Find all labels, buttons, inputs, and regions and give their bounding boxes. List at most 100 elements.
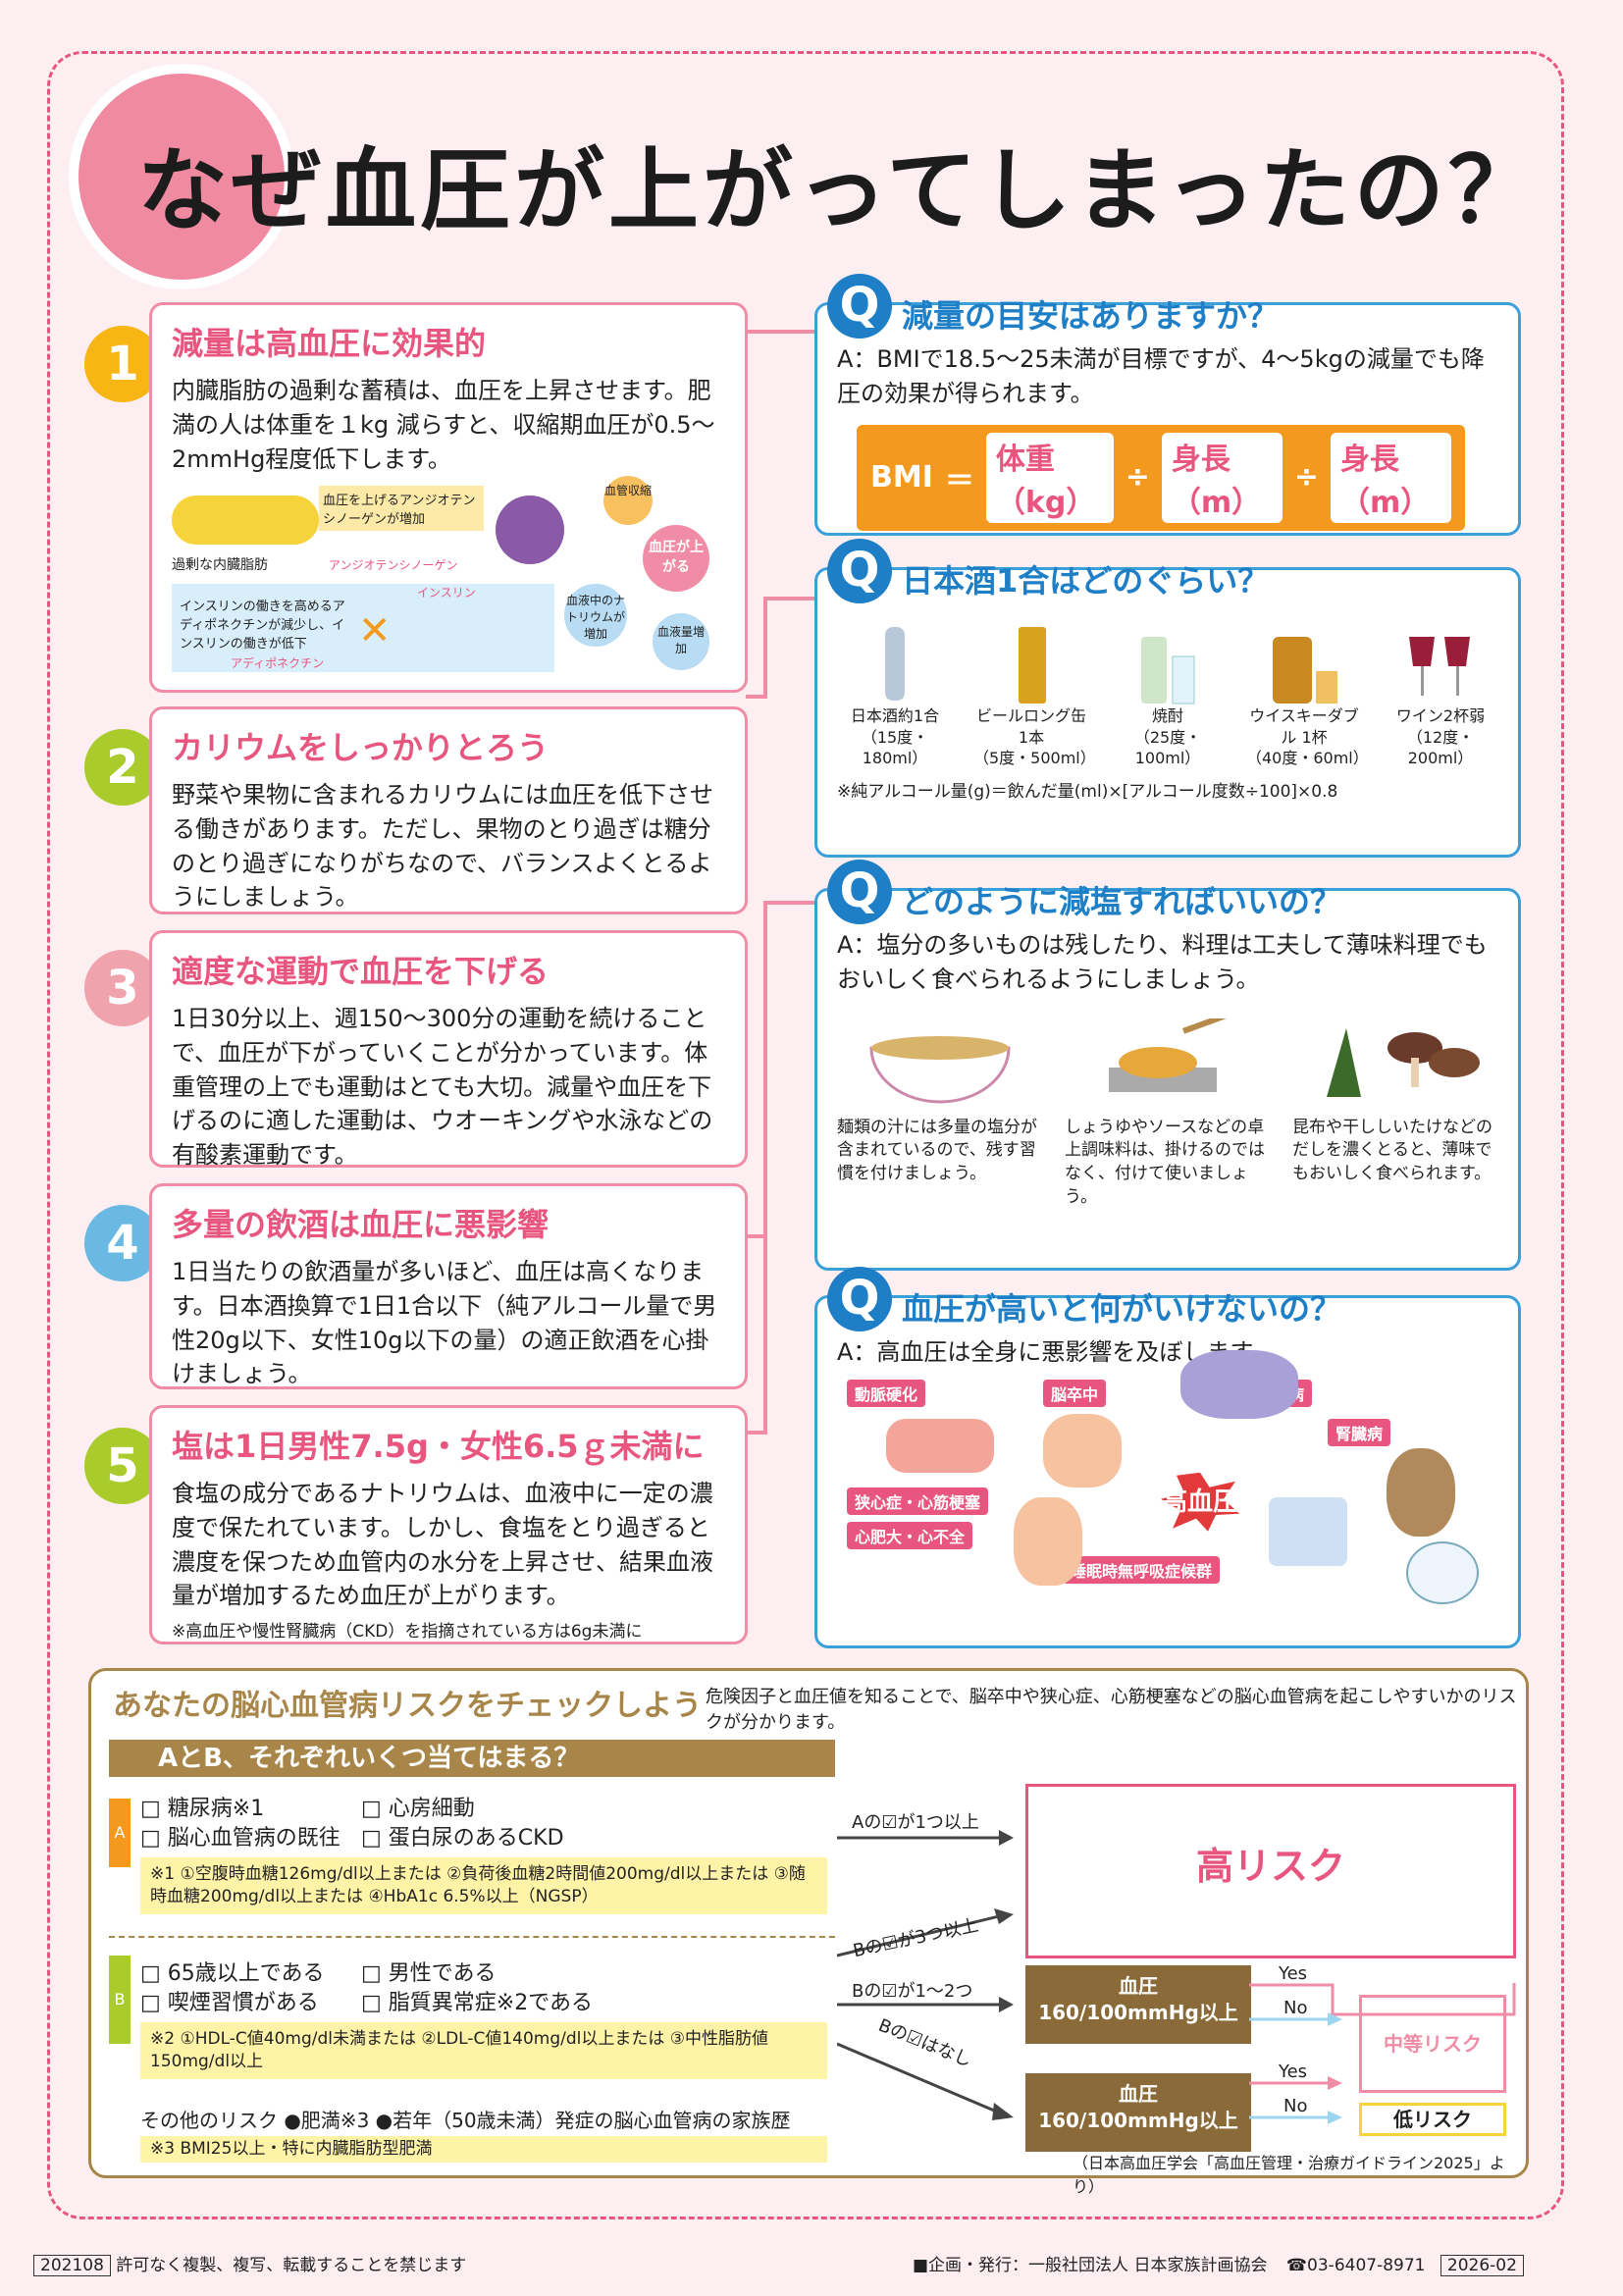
insulin-band [172,584,554,673]
complication-label: 狭心症・心筋梗塞 [847,1487,989,1515]
checkbox-item[interactable]: □ 喫煙習慣がある [140,1991,319,2015]
bmi-weight: 体重（kg） [985,432,1114,523]
heart-icon [1014,1496,1082,1586]
publisher: ■企画・発行：一般社団法人 日本家族計画協会 [913,2256,1268,2275]
tip-card: 多量の飲酒は血圧に悪影響 1日当たりの飲酒量が多いほど、血圧は高くなります。日本… [149,1183,748,1389]
tip-note: ※高血圧や慢性腎臓病（CKD）を指摘されている方は6g未満に [172,1622,643,1643]
angiotensinogen-box: 血圧を上げるアンジオテンシノーゲンが増加 [319,486,484,532]
drink-name: 焼酎 [1151,706,1183,725]
bmi-height: 身長（m） [1331,432,1451,523]
yes-label: Yes [1279,2061,1308,2082]
bmi-formula: BMI ＝ 体重（kg） ÷ 身長（m） ÷ 身長（m） [857,424,1465,531]
group-b-tag: B [109,1956,131,2044]
source-citation: （日本高血圧学会「高血圧管理・治療ガイドライン2025」より） [1073,2154,1505,2196]
risk-check-section: あなたの脳心血管病リスクをチェックしよう 危険因子と血圧値を知ることで、脳卒中や… [88,1668,1529,2196]
tip-heading: カリウムをしっかりとろう [172,729,550,766]
hypertension-label: 高血圧 [1161,1487,1238,1517]
q-answer: A：塩分の多いものは残したり、料理は工夫して薄味料理でもおいしく食べられるように… [837,931,1488,993]
tip-body: 食塩の成分であるナトリウムは、血液中に一定の濃度で保たれています。しかし、食塩を… [172,1480,713,1610]
checkbox-item[interactable]: □ 脂質異常症※2である [361,1991,593,2015]
salt-tips: 麺類の汁には多量の塩分が含まれているので、残す習慣を付けましょう。 しょうゆやソ… [837,1009,1498,1210]
salt-tip-text: しょうゆやソースなどの卓上調味料は、掛けるのではなく、付けて使いましょう。 [1065,1117,1265,1207]
tip-heading: 多量の飲酒は血圧に悪影響 [172,1206,550,1243]
bp-up-badge: 血圧が上がる [643,525,709,593]
no-label: No [1283,1998,1308,2018]
vasoconstriction-badge: 血管収縮 [603,476,653,526]
beer-can-icon [1019,627,1046,704]
drink-spec: （25度・100ml） [1133,727,1202,768]
kombu-shiitake-icon [1327,1027,1480,1097]
bp-threshold-box: 血圧 160/100mmHg以上 [1025,2073,1251,2152]
footnote-a: ※1 ①空腹時血糖126mg/dl以上または ②負荷後血糖2時間値200mg/d… [140,1857,827,1914]
q-mark: Q [827,539,892,603]
ab-question-bar: AとB、それぞれいくつ当てはまる？ [109,1740,835,1777]
other-risks: その他のリスク ●肥満※3 ●若年（50歳未満）発症の脳心血管病の家族歴 [140,2109,791,2132]
bmi-label: BMI [870,460,933,496]
sleeping-person-icon [1269,1496,1347,1566]
shochu-bottle-icon [1141,637,1195,704]
virus-icon [496,496,564,565]
q-title: 血圧が高いと何がいけないの？ [902,1290,1342,1328]
copyright-notice: 許可なく複製、複写、転載することを禁じます [116,2256,467,2275]
arrow-label: Aの☑が1つ以上 [852,1812,979,1833]
title-circle [79,74,285,280]
tip-card: 塩は1日男性7.5g・女性6.5ｇ未満に 食塩の成分であるナトリウムは、血液中に… [149,1405,748,1644]
checkbox-item[interactable]: □ 心房細動 [361,1797,475,1821]
q-mark: Q [827,860,892,924]
flow-arrows [837,1830,1014,2120]
qa-card-weight-loss: Q 減量の目安はありますか？ A：BMIで18.5～25未満が目標ですが、4～5… [814,274,1521,536]
bp-threshold-box: 血圧 160/100mmHg以上 [1025,1965,1251,2044]
tip-body: 1日30分以上、週150～300分の運動を続けることで、血圧が下がっていくことが… [172,1005,713,1170]
group-a-tag: A [109,1799,131,1867]
salt-tip: 昆布や干ししいたけなどのだしを濃くとると、薄味でもおいしく食べられます。 [1292,1009,1498,1210]
salt-tip: 麺類の汁には多量の塩分が含まれているので、残す習慣を付けましょう。 [837,1009,1043,1210]
tip-card: 減量は高血圧に効果的 内臓脂肪の過剰な蓄積は、血圧を上昇させます。肥満の人は体重… [149,302,748,693]
bmi-equals: ＝ [944,463,974,498]
q-mark: Q [827,274,892,339]
checkbox-item[interactable]: □ 糖尿病※1 [140,1797,265,1821]
tip-body: 内臓脂肪の過剰な蓄積は、血圧を上昇させます。肥満の人は体重を１kg 減らすと、収… [172,377,715,473]
drink-spec: （40度・60ml） [1246,749,1369,768]
checkbox-item[interactable]: □ 65歳以上である [140,1961,325,1986]
footer-right: ■企画・発行：一般社団法人 日本家族計画協会 ☎03-6407-8971 202… [913,2251,1524,2276]
complication-label: 腎臓病 [1328,1418,1391,1446]
footnote-other: ※3 BMI25以上・特に内臓脂肪型肥満 [140,2136,827,2163]
bmi-divide: ÷ [1293,460,1320,496]
checkbox-item[interactable]: □ 蛋白尿のあるCKD [361,1826,564,1851]
drink-list: 日本酒約1合 （15度・180ml） ビールロング缶1本 （5度・500ml） … [837,617,1498,769]
tip-number: 1 [84,326,161,402]
checkbox-item[interactable]: □ 脳心血管病の既往 [140,1826,340,1851]
bmi-divide: ÷ [1125,460,1150,496]
drink-name: ウイスキーダブル 1杯 [1249,706,1359,747]
q-answer: A：高血圧は全身に悪影響を及ぼします。 [837,1338,1276,1366]
blood-volume-badge: 血液量増加 [653,613,709,671]
no-label: No [1283,2096,1308,2116]
footnote-b: ※2 ①HDL-C値40mg/dl未満または ②LDL-C値140mg/dl以上… [140,2022,827,2079]
tip-number: 4 [84,1205,161,1281]
fat-label: 過剰な内臓脂肪 [172,557,268,574]
salt-tip-text: 昆布や干ししいたけなどのだしを濃くとると、薄味でもおいしく食べられます。 [1292,1117,1492,1184]
yes-no-arrows [1249,1983,1516,2124]
cross-icon: ✕ [358,608,392,654]
qa-card-sake: Q 日本酒1合はどのぐらい？ 日本酒約1合 （15度・180ml） ビールロング… [814,539,1521,858]
checkbox-item[interactable]: □ 男性である [361,1961,497,1986]
complication-diagram: 動脈硬化 脳卒中 糖尿病 腎臓病 狭心症・心筋梗塞 心肥大・心不全 睡眠時無呼吸… [837,1349,1498,1615]
pancreas-icon [1180,1349,1298,1419]
complication-label: 睡眠時無呼吸症候群 [1063,1555,1221,1584]
page-title: なぜ血圧が上がってしまったの？ [137,138,1543,243]
kidney-icon [1387,1447,1455,1537]
drink-name: 日本酒約1合 [850,706,940,725]
yes-label: Yes [1279,1963,1308,1984]
tip-body: 1日当たりの飲酒量が多いほど、血圧は高くなります。日本酒換算で1日1合以下（純ア… [172,1258,717,1388]
wine-glasses-icon [1409,637,1470,696]
hypertension-burst: 高血圧 [1161,1472,1239,1532]
drink-spec: （5度・500ml） [973,749,1096,768]
connector-lines [746,330,814,1435]
airway-icon [1406,1540,1479,1604]
medium-risk-box: 中等リスク [1359,1995,1506,2093]
drink-item: ワイン2杯弱 （12度・200ml） [1383,617,1498,769]
alcohol-formula: ※純アルコール量(g)＝飲んだ量(ml)×[アルコール度数÷100]×0.8 [837,781,1338,802]
sauce-dish-icon [1109,1018,1240,1092]
qa-card-salt: Q どのように減塩すればいいの？ A：塩分の多いものは残したり、料理は工夫して薄… [814,860,1521,1271]
sake-bottle-icon [885,627,905,701]
